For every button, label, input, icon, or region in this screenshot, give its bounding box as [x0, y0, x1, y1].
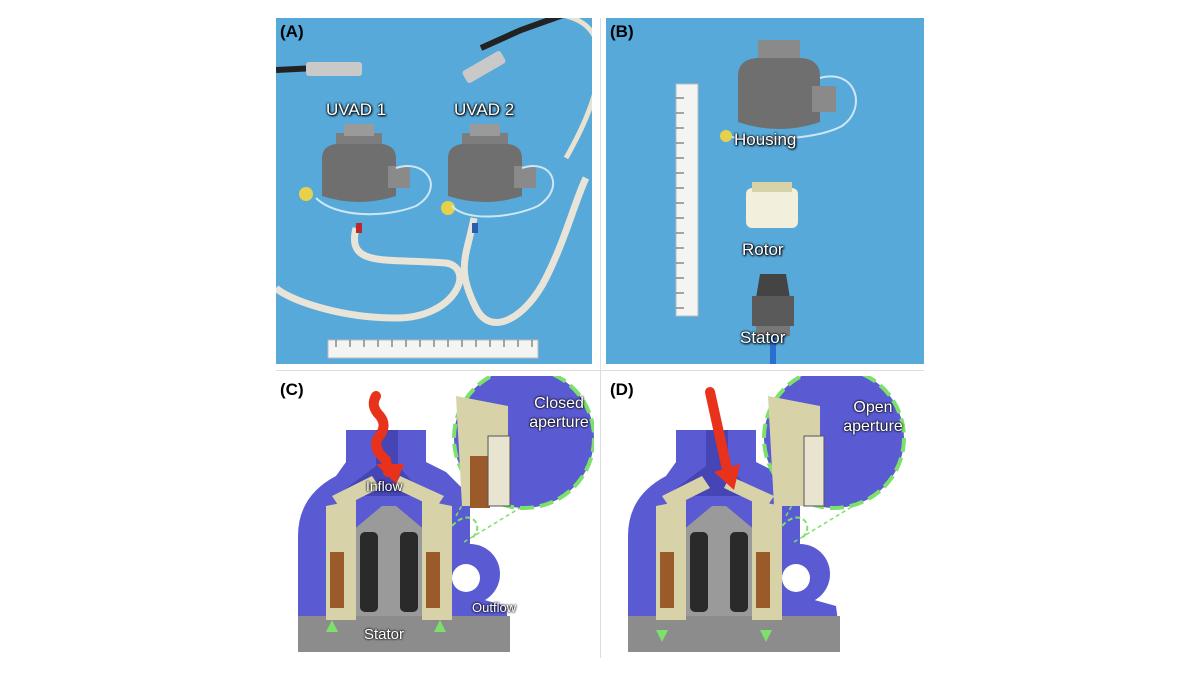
- uvad-1-label: UVAD 1: [326, 100, 387, 119]
- vertical-divider: [600, 18, 601, 658]
- closed-aperture-label: Closed aperture: [514, 394, 594, 432]
- rotor-label: Rotor: [742, 240, 784, 259]
- panel-d-illustration: [628, 376, 906, 652]
- horizontal-divider: [276, 370, 924, 371]
- open-aperture-line2: aperture: [843, 418, 903, 435]
- panel-b-photo: (B) Housing Rotor Stator: [606, 18, 924, 364]
- panel-c-letter: (C): [280, 380, 304, 399]
- panel-b-letter: (B): [610, 22, 634, 41]
- stator-label: Stator: [740, 328, 786, 347]
- open-aperture-line1: Open: [853, 399, 893, 416]
- uvad-2-label: UVAD 2: [454, 100, 515, 119]
- housing-label: Housing: [734, 130, 797, 149]
- inflow-label: Inflow: [366, 478, 403, 494]
- closed-aperture-line2: aperture: [529, 414, 589, 431]
- stator-section-label: Stator: [364, 626, 405, 643]
- panel-d-diagram: (D) Open aperture: [606, 376, 924, 658]
- outflow-label: Outflow: [472, 600, 517, 615]
- panel-a-illustration: [276, 18, 592, 364]
- panel-b-illustration: [606, 18, 924, 364]
- closed-aperture-line1: Closed: [534, 395, 584, 412]
- panel-a-letter: (A): [280, 22, 304, 41]
- panel-d-letter: (D): [610, 380, 634, 399]
- open-aperture-label: Open aperture: [828, 398, 918, 436]
- panel-c-diagram: (C) Closed aperture Inflow Outflow Stato…: [276, 376, 594, 658]
- panel-a-photo: (A) UVAD 1 UVAD 2: [276, 18, 592, 364]
- panel-c-illustration: [298, 376, 594, 652]
